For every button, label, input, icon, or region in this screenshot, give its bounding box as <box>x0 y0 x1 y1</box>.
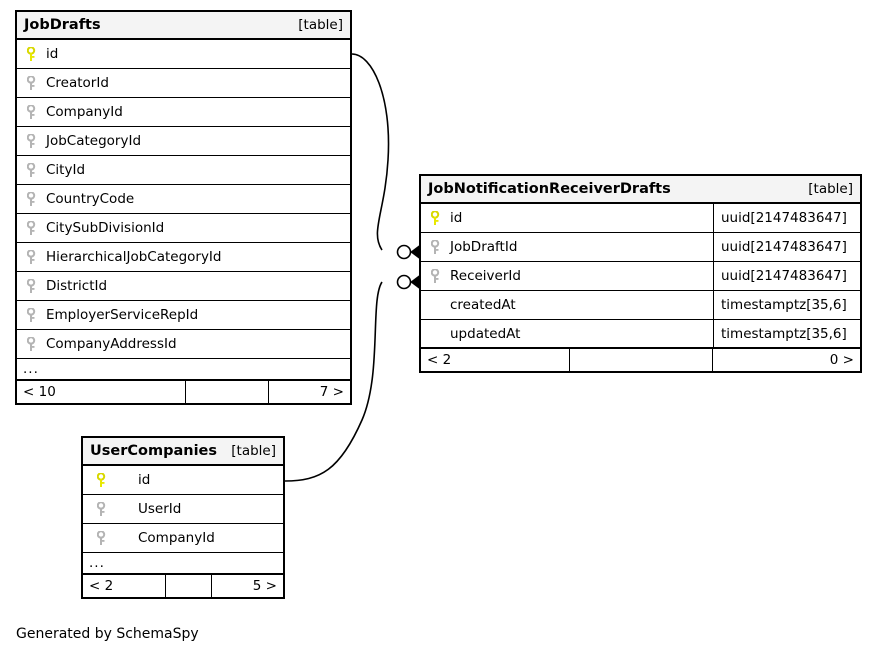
column-name: DistrictId <box>46 278 108 294</box>
column-type: uuid[2147483647] <box>713 204 860 232</box>
table-header-usercompanies: UserCompanies [table] <box>83 438 283 466</box>
foreign-key-icon <box>428 239 444 255</box>
table-usercompanies[interactable]: UserCompanies [table] id UserId <box>81 436 285 599</box>
foreign-key-icon <box>24 133 40 149</box>
column-name: CountryCode <box>46 191 135 207</box>
primary-key-icon <box>94 472 110 488</box>
column-type: uuid[2147483647] <box>713 233 860 261</box>
column-name: CityId <box>46 162 86 178</box>
table-title-usercompanies: UserCompanies <box>90 443 218 459</box>
column-name: id <box>450 210 463 226</box>
table-row[interactable]: createdAt timestamptz[35,6] <box>421 291 860 320</box>
table-row[interactable]: JobCategoryId <box>17 127 350 156</box>
footer-outgoing-relations[interactable]: 7 > <box>319 384 344 400</box>
more-columns-indicator: ... <box>83 553 283 575</box>
column-name: CompanyId <box>138 530 215 546</box>
footer-outgoing-relations[interactable]: 5 > <box>252 578 277 594</box>
footer-outgoing-relations[interactable]: 0 > <box>829 352 854 368</box>
column-name: CompanyAddressId <box>46 336 177 352</box>
table-footer-jobnotificationreceiverdrafts: < 2 0 > <box>421 349 860 371</box>
column-name: EmployerServiceRepId <box>46 307 199 323</box>
table-type-tag-jobdrafts: [table] <box>298 17 343 33</box>
footer-incoming-relations[interactable]: < 2 <box>89 578 114 594</box>
table-row[interactable]: CompanyAddressId <box>17 330 350 359</box>
primary-key-icon <box>24 46 40 62</box>
footer-middle-cell <box>185 381 269 403</box>
table-row[interactable]: id <box>83 466 283 495</box>
footer-incoming-relations[interactable]: < 2 <box>427 352 452 368</box>
table-row[interactable]: CountryCode <box>17 185 350 214</box>
table-row[interactable]: JobDraftId uuid[2147483647] <box>421 233 860 262</box>
column-type: timestamptz[35,6] <box>713 320 860 347</box>
column-name: JobCategoryId <box>46 133 142 149</box>
column-name: updatedAt <box>450 325 521 342</box>
more-columns-indicator: ... <box>17 359 350 381</box>
table-row[interactable]: CompanyId <box>83 524 283 553</box>
foreign-key-icon <box>24 162 40 178</box>
table-footer-jobdrafts: < 10 7 > <box>17 381 350 403</box>
column-name: id <box>138 472 151 488</box>
foreign-key-icon <box>24 336 40 352</box>
foreign-key-icon <box>94 501 110 517</box>
foreign-key-icon <box>24 278 40 294</box>
table-row[interactable]: CreatorId <box>17 69 350 98</box>
footer-middle-cell <box>569 349 713 371</box>
foreign-key-icon <box>428 268 444 284</box>
column-name: JobDraftId <box>450 239 518 255</box>
table-row[interactable]: id <box>17 40 350 69</box>
relationship-jobdrafts-to-jobnotificationreceiverdrafts <box>351 53 420 260</box>
table-row[interactable]: id uuid[2147483647] <box>421 204 860 233</box>
table-type-tag-jobnotificationreceiverdrafts: [table] <box>808 181 853 197</box>
footer-incoming-relations[interactable]: < 10 <box>23 384 56 400</box>
table-header-jobnotificationreceiverdrafts: JobNotificationReceiverDrafts [table] <box>421 176 860 204</box>
column-name: CitySubDivisionId <box>46 220 165 236</box>
foreign-key-icon <box>24 104 40 120</box>
foreign-key-icon <box>94 530 110 546</box>
column-name: CreatorId <box>46 75 109 91</box>
table-row[interactable]: updatedAt timestamptz[35,6] <box>421 320 860 349</box>
foreign-key-icon <box>24 307 40 323</box>
table-row[interactable]: UserId <box>83 495 283 524</box>
column-name: ReceiverId <box>450 268 521 284</box>
arrowhead-jobdraftid <box>410 245 420 259</box>
foreign-key-icon <box>24 249 40 265</box>
table-title-jobnotificationreceiverdrafts: JobNotificationReceiverDrafts <box>428 181 671 197</box>
foreign-key-icon <box>24 75 40 91</box>
primary-key-icon <box>428 210 444 226</box>
table-jobnotificationreceiverdrafts[interactable]: JobNotificationReceiverDrafts [table] id… <box>419 174 862 373</box>
column-name: UserId <box>138 501 182 517</box>
generated-by-caption: Generated by SchemaSpy <box>16 626 199 642</box>
foreign-key-icon <box>24 220 40 236</box>
table-row[interactable]: CompanyId <box>17 98 350 127</box>
column-type: timestamptz[35,6] <box>713 291 860 319</box>
column-name: HierarchicalJobCategoryId <box>46 249 222 265</box>
table-header-jobdrafts: JobDrafts [table] <box>17 12 350 40</box>
table-type-tag-usercompanies: [table] <box>231 443 276 459</box>
table-footer-usercompanies: < 2 5 > <box>83 575 283 597</box>
table-row[interactable]: CitySubDivisionId <box>17 214 350 243</box>
table-row[interactable]: CityId <box>17 156 350 185</box>
cardinality-circle-receiverid <box>396 274 412 290</box>
footer-middle-cell <box>165 575 212 597</box>
arrowhead-receiverid <box>410 275 420 289</box>
column-name: createdAt <box>450 297 516 313</box>
table-row[interactable]: EmployerServiceRepId <box>17 301 350 330</box>
foreign-key-icon <box>24 191 40 207</box>
table-row[interactable]: HierarchicalJobCategoryId <box>17 243 350 272</box>
column-type: uuid[2147483647] <box>713 262 860 290</box>
table-title-jobdrafts: JobDrafts <box>24 17 101 33</box>
table-row[interactable]: ReceiverId uuid[2147483647] <box>421 262 860 291</box>
table-jobdrafts[interactable]: JobDrafts [table] id CreatorId <box>15 10 352 405</box>
cardinality-circle-jobdraftid <box>396 244 412 260</box>
column-name: CompanyId <box>46 104 123 120</box>
column-name: id <box>46 46 59 62</box>
table-row[interactable]: DistrictId <box>17 272 350 301</box>
